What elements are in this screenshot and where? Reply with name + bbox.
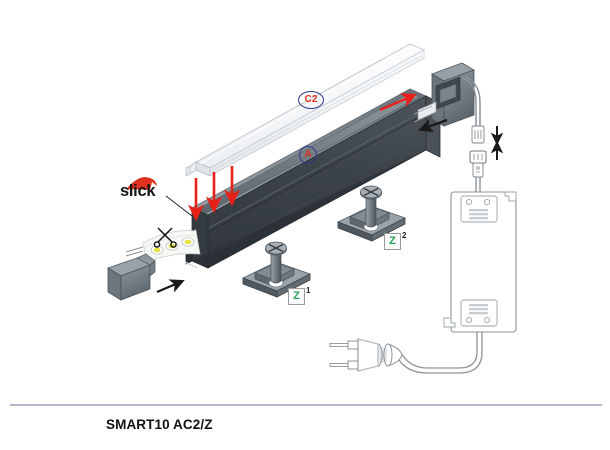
marker-z2-superscript: 2 (402, 231, 407, 240)
led-chip (150, 245, 164, 255)
marker-z2: Z 2 (384, 231, 407, 250)
marker-z1-superscript: 1 (306, 286, 311, 295)
part-end-cap (107, 253, 156, 301)
part-end-cap-cable (413, 62, 475, 127)
slick-swoosh-icon (126, 177, 157, 191)
part-connector (469, 125, 487, 192)
marker-z1-letter: Z (288, 288, 305, 305)
arrow-attach-endcap-cable (418, 118, 448, 133)
arrow-slide-cover (379, 93, 418, 112)
arrow-install-endcap (156, 279, 185, 294)
slick-logo-text: slick (120, 182, 156, 200)
cable-output (462, 76, 481, 126)
part-mains-plug (329, 338, 403, 372)
callout-a: A (299, 146, 317, 164)
part-bracket-z2 (336, 185, 407, 242)
marker-z2-letter: Z (384, 233, 401, 250)
led-chip (181, 237, 195, 247)
part-bracket-z1 (241, 241, 312, 298)
marker-z1: Z 1 (288, 286, 311, 305)
part-driver (443, 191, 517, 333)
slick-logo: slick (120, 173, 176, 201)
page-title: SMART10 AC2/Z (106, 417, 213, 432)
scissors-cut-icon (153, 227, 177, 248)
arrows-insert-cover (187, 166, 241, 222)
horizontal-divider (10, 404, 602, 406)
logo-leader-line (165, 195, 193, 217)
part-mains-cable (395, 332, 483, 374)
callout-c2: C2 (298, 91, 324, 109)
